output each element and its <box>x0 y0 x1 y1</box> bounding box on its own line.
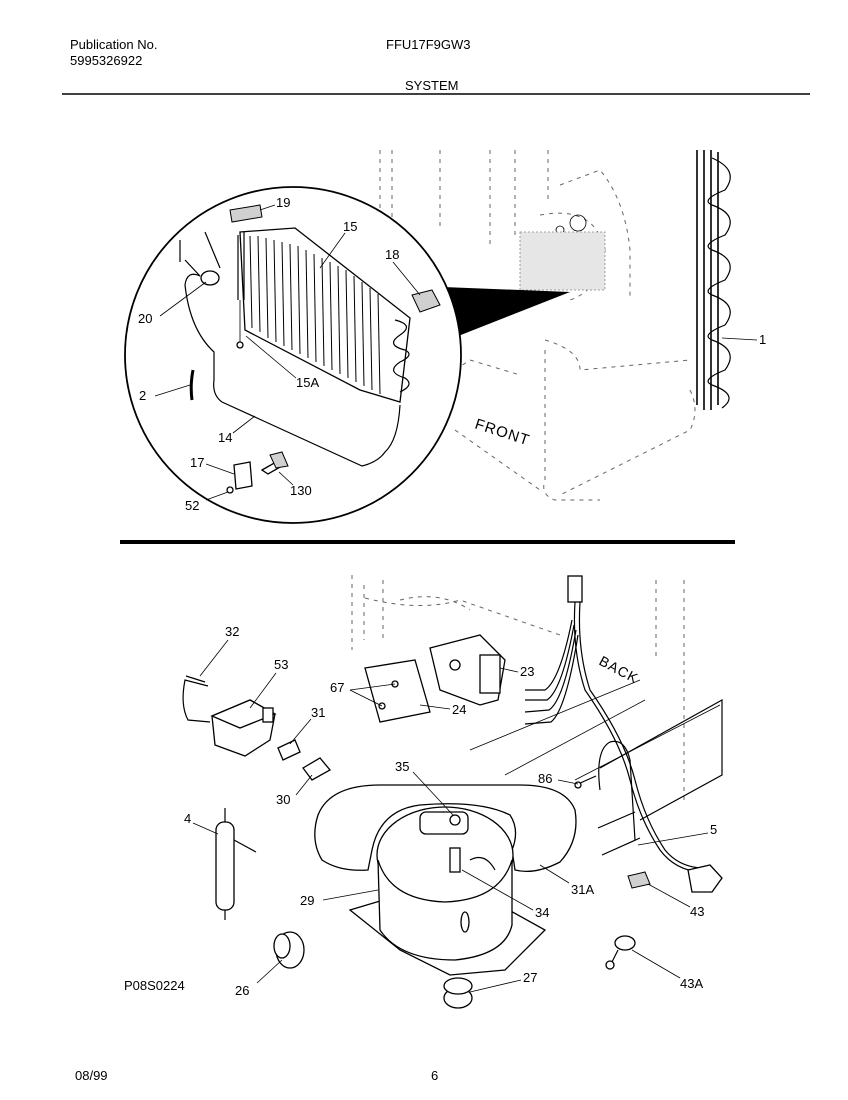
power-cord <box>524 575 723 893</box>
detail-pointer <box>443 287 570 342</box>
back-label: BACK <box>597 653 642 687</box>
figure-code: P08S0224 <box>124 978 185 993</box>
clip-18 <box>411 289 441 313</box>
condenser-coil <box>696 150 731 410</box>
callout-34: 34 <box>535 905 549 920</box>
callout-52: 52 <box>185 498 199 513</box>
publication-number: 5995326922 <box>70 53 143 68</box>
bracket-17 <box>233 461 253 490</box>
callout-26: 26 <box>235 983 249 998</box>
relay-bracket <box>364 634 506 723</box>
callout-67: 67 <box>330 680 344 695</box>
callout-15a: 15A <box>296 375 319 390</box>
callout-29: 29 <box>300 893 314 908</box>
callout-17: 17 <box>190 455 204 470</box>
cabinet-outline-bottom <box>351 575 723 821</box>
callout-24: 24 <box>452 702 466 717</box>
drain-tube <box>184 273 401 467</box>
callout-14: 14 <box>218 430 232 445</box>
callout-20: 20 <box>138 311 152 326</box>
model-number: FFU17F9GW3 <box>386 37 471 52</box>
terminal-31 <box>277 739 301 761</box>
callout-43a: 43A <box>680 976 703 991</box>
relay-overload-53 <box>210 699 277 757</box>
leaders-top <box>154 204 758 501</box>
callout-53: 53 <box>274 657 288 672</box>
leaders-bottom <box>192 639 709 993</box>
callout-4: 4 <box>184 811 191 826</box>
screw-86 <box>574 775 597 789</box>
drain-pan <box>314 784 577 873</box>
page-number: 6 <box>431 1068 439 1083</box>
clip-19 <box>229 204 263 223</box>
clip-43a <box>605 935 636 970</box>
evaporator <box>236 227 411 403</box>
front-label: FRONT <box>473 416 532 450</box>
section-title: SYSTEM <box>405 78 459 93</box>
callout-19: 19 <box>276 195 290 210</box>
clip-43 <box>627 871 651 889</box>
callout-86: 86 <box>538 771 552 786</box>
footer-date: 08/99 <box>75 1068 108 1083</box>
wire-32 <box>182 679 211 723</box>
drain-trap <box>189 369 195 401</box>
callout-15: 15 <box>343 219 357 234</box>
callout-31a: 31A <box>571 882 594 897</box>
filter-drier <box>215 808 257 920</box>
wire-32b <box>185 675 206 683</box>
callout-1: 1 <box>759 332 766 347</box>
callout-2: 2 <box>139 388 146 403</box>
grommet-26 <box>273 931 305 969</box>
foot-27 <box>443 977 473 1009</box>
callout-23: 23 <box>520 664 534 679</box>
callout-130: 130 <box>290 483 312 498</box>
callout-30: 30 <box>276 792 290 807</box>
screw-52 <box>226 486 234 494</box>
cabinet-outline-top <box>379 150 696 501</box>
callout-32: 32 <box>225 624 239 639</box>
terminal-30 <box>302 757 332 781</box>
callout-43: 43 <box>690 904 704 919</box>
callout-31: 31 <box>311 705 325 720</box>
defrost-thermostat <box>179 231 221 286</box>
callout-5: 5 <box>710 822 717 837</box>
publication-label: Publication No. <box>70 37 158 52</box>
compressor <box>348 806 547 976</box>
callout-35: 35 <box>395 759 409 774</box>
callout-27: 27 <box>523 970 537 985</box>
heater-clip-130 <box>260 451 289 475</box>
callout-18: 18 <box>385 247 399 262</box>
